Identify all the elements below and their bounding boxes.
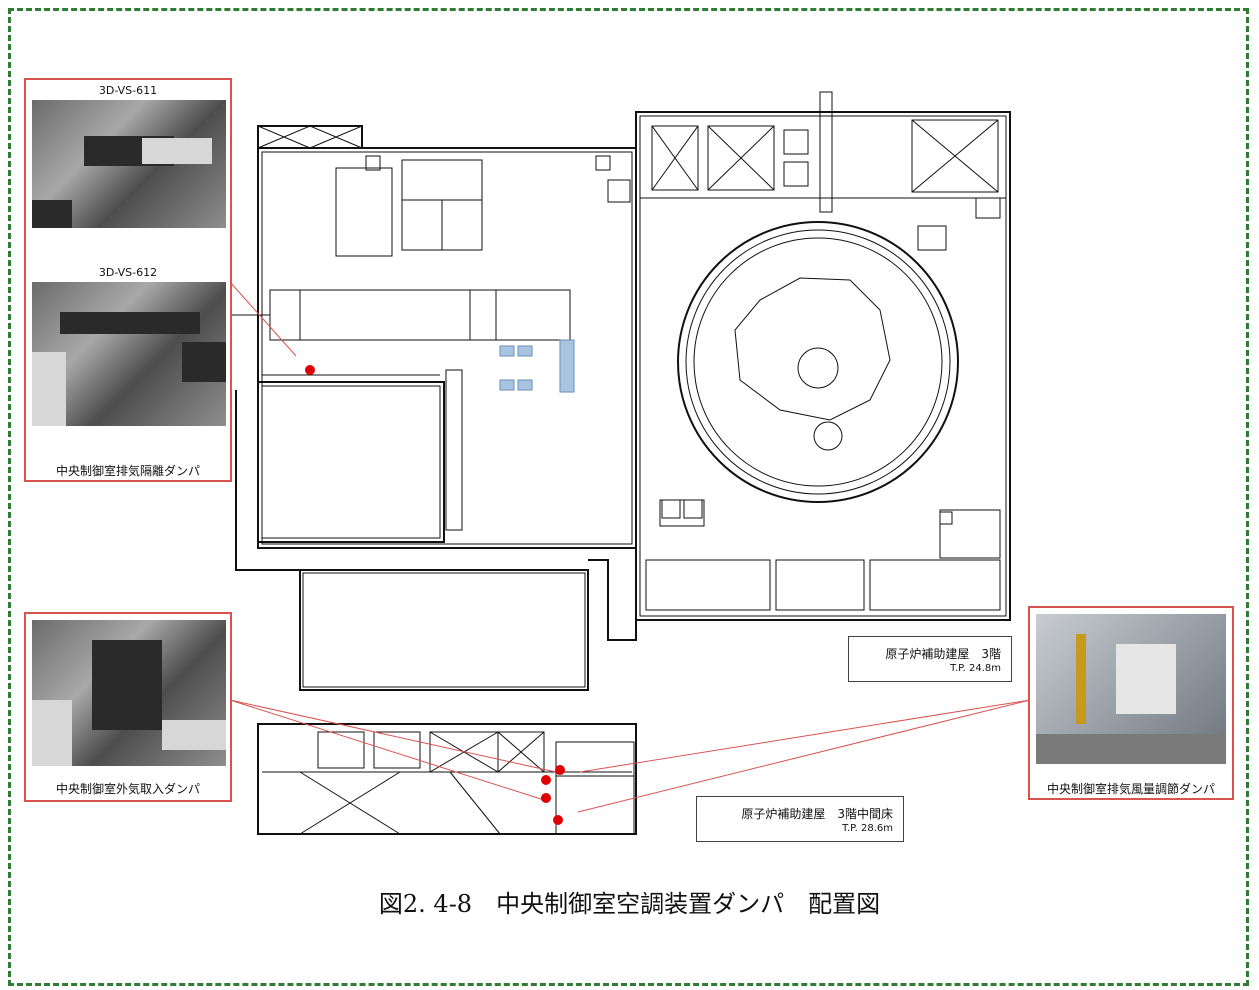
damper-marker-intake-3 bbox=[553, 815, 563, 825]
floor-label-mezzanine-name: 原子炉補助建屋 3階中間床 bbox=[741, 807, 893, 821]
leader-lines bbox=[229, 281, 1031, 813]
floor-label-3f: 原子炉補助建屋 3階 T.P. 24.8m bbox=[848, 636, 1012, 682]
damper-marker-intake-2 bbox=[541, 793, 551, 803]
building-east-outline bbox=[635, 111, 1011, 621]
callout-outside-air-intake: 中央制御室外気取入ダンパ bbox=[24, 612, 232, 802]
photo-3d-vs-612 bbox=[32, 282, 226, 426]
building-west-outline bbox=[257, 147, 637, 549]
damper-marker-exhaust-isolation bbox=[305, 365, 315, 375]
annex-room bbox=[299, 569, 589, 691]
mezzanine-outline bbox=[257, 723, 637, 835]
photo-label-3d-vs-612: 3D-VS-612 bbox=[98, 266, 158, 279]
floor-label-3f-mezzanine: 原子炉補助建屋 3階中間床 T.P. 28.6m bbox=[696, 796, 904, 842]
callout-exhaust-flow-control: 中央制御室排気風量調節ダンパ bbox=[1028, 606, 1234, 800]
damper-marker-flow-control bbox=[555, 765, 565, 775]
dashed-page-frame bbox=[8, 8, 1249, 986]
photo-label-3d-vs-611: 3D-VS-611 bbox=[98, 84, 158, 97]
figure-title: 図2. 4-8 中央制御室空調装置ダンパ 配置図 bbox=[378, 890, 881, 918]
large-room bbox=[257, 381, 445, 543]
floor-label-3f-name: 原子炉補助建屋 3階 bbox=[885, 647, 1001, 661]
photo-exhaust-flow-control bbox=[1036, 614, 1226, 764]
floor-label-3f-elevation: T.P. 24.8m bbox=[950, 663, 1001, 674]
photo-outside-air-intake bbox=[32, 620, 226, 766]
containment-outer-ring bbox=[677, 221, 959, 503]
damper-markers bbox=[305, 365, 565, 825]
caption-exhaust-flow-control: 中央制御室排気風量調節ダンパ bbox=[1046, 782, 1215, 796]
caption-exhaust-isolation: 中央制御室排気隔離ダンパ bbox=[55, 464, 200, 478]
damper-marker-intake-1 bbox=[541, 775, 551, 785]
caption-outside-air-intake: 中央制御室外気取入ダンパ bbox=[55, 782, 200, 796]
photo-3d-vs-611 bbox=[32, 100, 226, 228]
callout-exhaust-isolation: 3D-VS-611 3D-VS-612 中央制御室排気隔離ダンパ bbox=[24, 78, 232, 482]
stair-block bbox=[257, 125, 363, 149]
floor-label-mezzanine-elevation: T.P. 28.6m bbox=[842, 823, 893, 834]
